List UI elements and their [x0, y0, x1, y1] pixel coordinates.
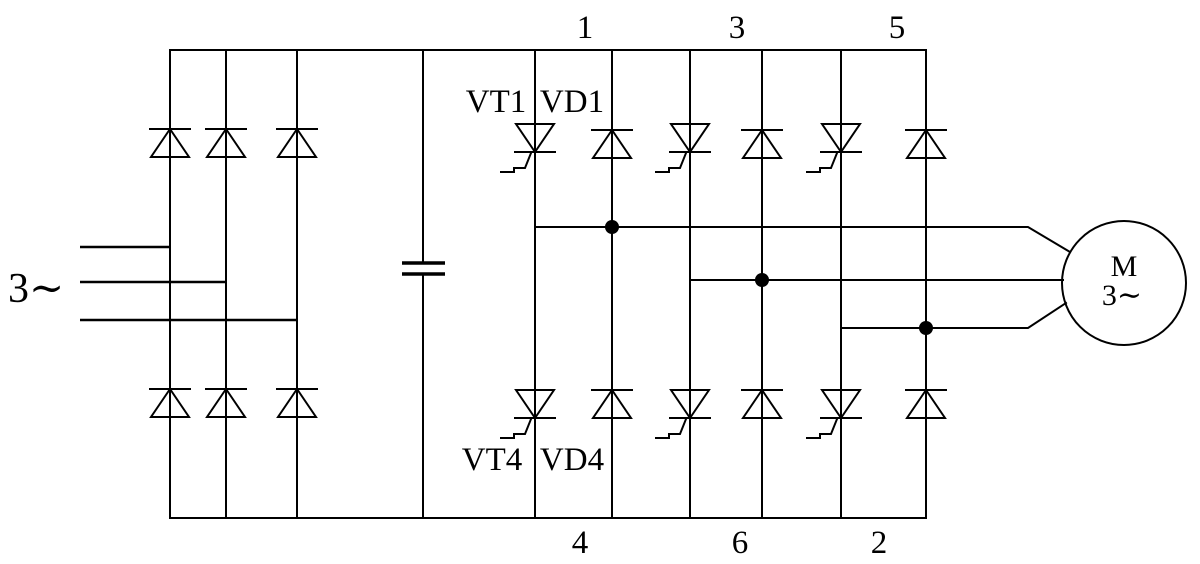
junction-dot-1: [605, 220, 619, 234]
junction-dot-3: [919, 321, 933, 335]
label-vd4: VD4: [540, 442, 604, 478]
phase-output-line-1: [534, 226, 1072, 254]
ac-source-label: 3∼: [8, 266, 64, 312]
label-bottom-leg-2: 2: [871, 525, 888, 561]
label-bottom-leg-6: 6: [732, 525, 749, 561]
junction-dot-2: [755, 273, 769, 287]
phase-outputs: [534, 220, 1072, 335]
label-vd1: VD1: [540, 84, 604, 120]
leg-numbers: 1 3 5 4 6 2: [572, 10, 906, 561]
label-vt4: VT4: [462, 442, 523, 478]
motor: M 3∼: [1061, 220, 1187, 346]
label-top-leg-1: 1: [577, 10, 594, 46]
device-labels: VT1 VD1 VT4 VD4: [462, 84, 604, 478]
rectifier-section: [149, 49, 318, 519]
motor-letter: M: [1111, 250, 1138, 283]
label-top-leg-5: 5: [889, 10, 906, 46]
motor-circle: [1061, 220, 1187, 346]
label-vt1: VT1: [466, 84, 527, 120]
label-top-leg-3: 3: [729, 10, 746, 46]
phase-output-line-3: [840, 301, 1068, 329]
label-bottom-leg-4: 4: [572, 525, 589, 561]
ac-source-section: 3∼: [8, 245, 297, 322]
motor-phase-label: 3∼: [1102, 279, 1142, 312]
dc-link-capacitor: [402, 49, 445, 519]
